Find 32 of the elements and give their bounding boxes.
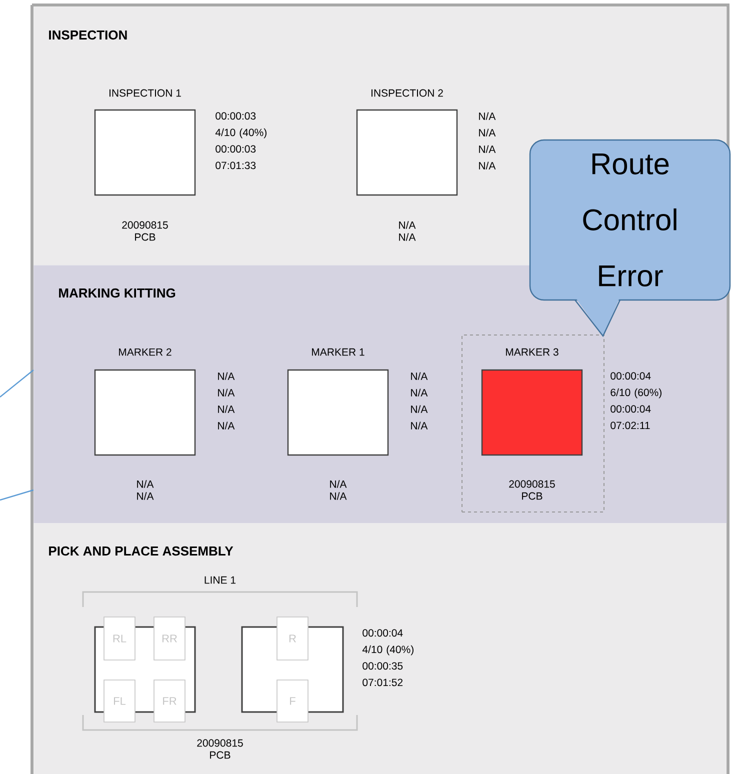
head-box: FL (104, 680, 136, 722)
station-box: INSPECTION 1 (94, 89, 196, 196)
head-box: RR (154, 616, 186, 660)
stats-text: 00:00:04 4/10 (40%) 00:00:35 07:01:52 (362, 629, 414, 686)
station-box: MARKER 3 (481, 348, 583, 456)
dashed-frame (462, 334, 604, 512)
stats-text: N/A N/A N/A N/A (411, 372, 428, 430)
batch-label: 20090815 PCB (122, 221, 168, 241)
node-label: INSPECTION 1 (110, 89, 181, 97)
head-box: FR (154, 680, 186, 722)
node-label: MARKER 3 (506, 348, 558, 356)
stats-text: N/A N/A N/A N/A (479, 112, 496, 170)
leader-line (0, 489, 34, 501)
stats-text: N/A N/A N/A N/A (218, 372, 235, 430)
batch-label: N/A N/A (330, 480, 347, 500)
node-label: INSPECTION 2 (372, 89, 443, 97)
node-label: MARKER 2 (119, 348, 172, 356)
batch-label: 20090815 PCB (197, 739, 243, 759)
batch-label: N/A N/A (137, 480, 154, 500)
node-label: MARKER 1 (312, 348, 364, 356)
head-box: RL (104, 616, 136, 660)
batch-label: N/A N/A (399, 221, 416, 241)
callout-bubble: Route Control Error (529, 139, 731, 338)
stats-text: 00:00:03 4/10 (40%) 00:00:03 07:01:33 (215, 112, 266, 170)
batch-label: 20090815 PCB (509, 480, 555, 500)
stats-text: 00:00:04 6/10 (60%) 00:00:04 07:02:11 (610, 372, 662, 430)
head-box: R (276, 616, 308, 660)
station-box: MARKER 2 (94, 348, 196, 456)
head-box: F (276, 680, 308, 722)
leader-line (0, 370, 34, 398)
station-box: MARKER 1 (287, 348, 389, 456)
station-box: INSPECTION 2 (356, 89, 458, 196)
